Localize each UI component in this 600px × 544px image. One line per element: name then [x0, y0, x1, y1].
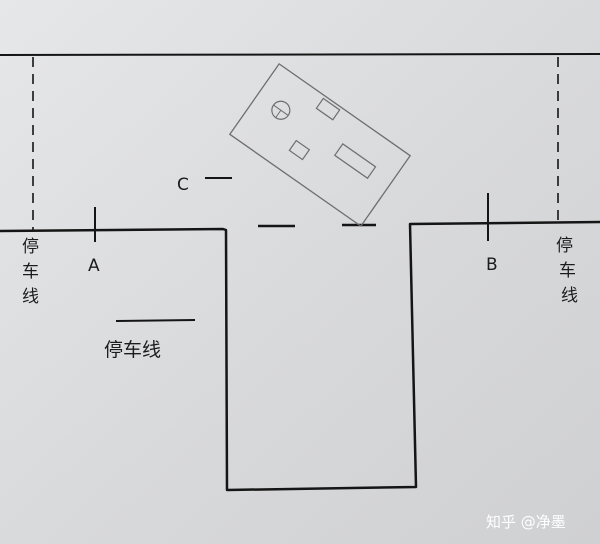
car-seat-rear	[288, 139, 311, 161]
road-top-edge	[0, 53, 600, 56]
car-sketch	[228, 62, 412, 228]
stop-line-left-label-char-2: 车	[22, 262, 39, 282]
label-point-b: B	[486, 255, 498, 275]
watermark: 知乎 @净墨	[486, 513, 566, 531]
stop-line-left-label-char-1: 停	[22, 237, 39, 257]
car-seat-front	[315, 97, 341, 121]
stop-line-right-label-char-2: 车	[559, 261, 576, 281]
label-point-c: C	[177, 175, 189, 195]
stop-line-right-label-char-1: 停	[556, 236, 573, 256]
stop-line-center-mark	[115, 319, 196, 322]
car-bench	[333, 143, 377, 180]
label-point-a: A	[88, 256, 100, 276]
road-bottom-edge-and-bay	[0, 220, 600, 492]
car-body	[228, 62, 412, 228]
stop-line-left-label-char-3: 线	[22, 287, 39, 307]
stop-line-center-label: 停车线	[104, 339, 161, 361]
stop-line-right-label-char-3: 线	[561, 286, 578, 306]
steering-wheel-icon	[271, 100, 291, 120]
